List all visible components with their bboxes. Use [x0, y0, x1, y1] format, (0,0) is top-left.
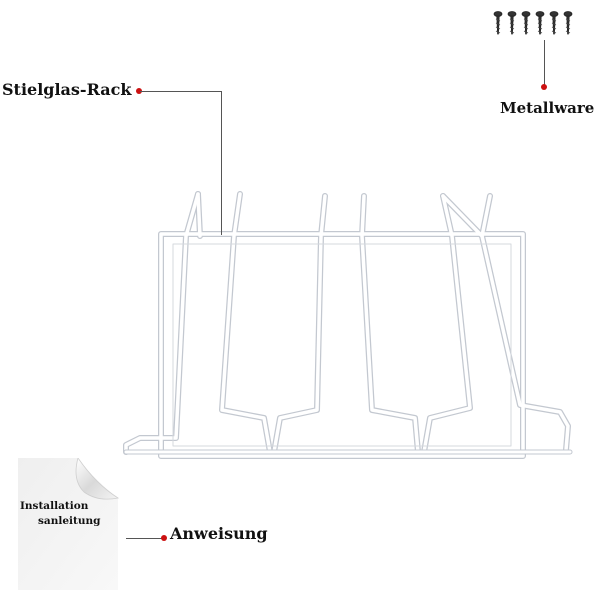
- hardware-label: Metallware: [500, 99, 595, 117]
- manual-title-line2: sanleitung: [38, 515, 101, 527]
- rack-callout-dot: [136, 88, 142, 94]
- hardware-leader-line: [544, 40, 545, 86]
- document-icon: [18, 458, 120, 590]
- rack-label: Stielglas-Rack: [2, 80, 132, 99]
- instructions-callout-dot: [161, 535, 167, 541]
- instructions-leader-line: [126, 538, 164, 539]
- screw-icon: [493, 11, 573, 35]
- manual-title-line1: Installation: [20, 500, 89, 512]
- instructions-label: Anweisung: [170, 524, 268, 543]
- hardware-callout-dot: [541, 84, 547, 90]
- rack-leader-line-vertical: [221, 91, 222, 235]
- rack-leader-line-horizontal: [140, 91, 222, 92]
